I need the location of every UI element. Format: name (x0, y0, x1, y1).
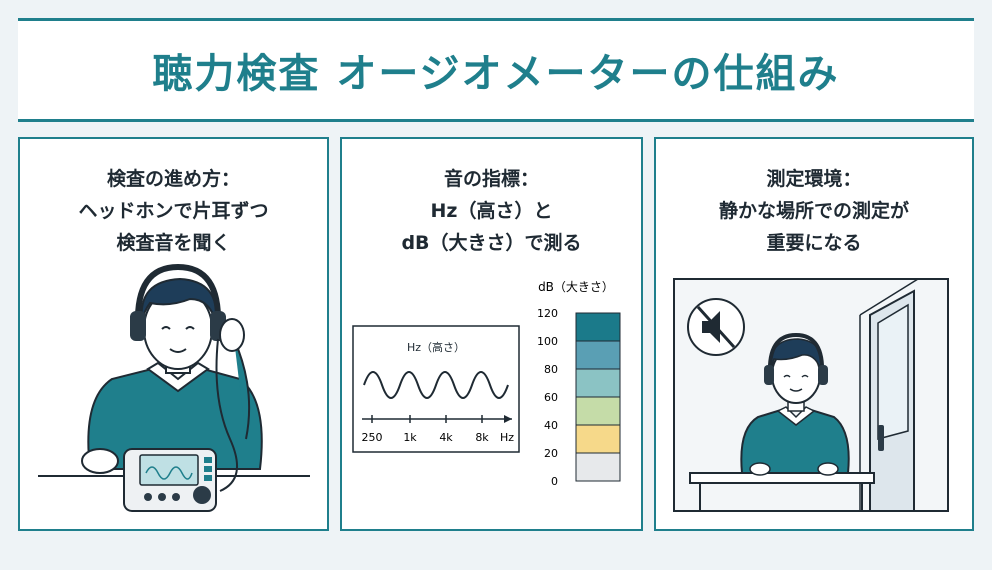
page-title: 聴力検査 オージオメーターの仕組み (152, 51, 840, 97)
panel-heading: 音の指標： Hz（高さ）と dB（大きさ）で測る (342, 163, 641, 259)
tick-label: 1k (403, 431, 417, 444)
db-level-label: 40 (544, 419, 558, 432)
panel-heading: 測定環境： 静かな場所での測定が 重要になる (656, 163, 972, 259)
heading-line: 検査の進め方： (106, 168, 240, 190)
heading-line: dB（大きさ）で測る (401, 232, 582, 254)
heading-line: 音の指標： (443, 168, 539, 190)
db-level-label: 120 (537, 307, 558, 320)
panel-heading: 検査の進め方： ヘッドホンで片耳ずつ 検査音を聞く (20, 163, 327, 259)
title-band: 聴力検査 オージオメーターの仕組み (18, 18, 974, 122)
heading-line: ヘッドホンで片耳ずつ (78, 200, 269, 222)
panel-test-procedure: 検査の進め方： ヘッドホンで片耳ずつ 検査音を聞く (18, 137, 329, 531)
db-band (575, 312, 621, 342)
sound-wave (363, 371, 509, 399)
db-scale: dB（大きさ） 120 100 80 60 40 20 0 (537, 280, 621, 488)
frequency-graph: Hz（高さ） 250 1k 4k 8k Hz (352, 325, 520, 453)
db-band (575, 368, 621, 398)
frequency-graph-label: Hz（高さ） (407, 340, 465, 354)
db-level-label: 80 (544, 363, 558, 376)
person-with-headphones-illustration (38, 263, 310, 512)
panel-test-environment: 測定環境： 静かな場所での測定が 重要になる (654, 137, 974, 531)
heading-line: Hz（高さ）と (430, 200, 553, 222)
db-scale-label: dB（大きさ） (538, 280, 614, 294)
panel-sound-metrics: 音の指標： Hz（高さ）と dB（大きさ）で測る Hz（高さ） 250 1k 4… (340, 137, 643, 531)
muted-speaker-icon (687, 298, 745, 356)
db-band (575, 424, 621, 454)
db-band (575, 396, 621, 426)
db-band (575, 340, 621, 370)
soundproof-room-illustration (673, 278, 949, 512)
db-band (575, 452, 621, 482)
heading-line: 検査音を聞く (116, 232, 231, 254)
tick-label: 8k (475, 431, 489, 444)
heading-line: 静かな場所での測定が (718, 200, 909, 222)
db-level-label: 0 (551, 475, 558, 488)
tick-label: Hz (500, 431, 514, 444)
db-level-label: 100 (537, 335, 558, 348)
tick-label: 4k (439, 431, 453, 444)
heading-line: 測定環境： (766, 168, 862, 190)
db-level-label: 60 (544, 391, 558, 404)
db-level-label: 20 (544, 447, 558, 460)
heading-line: 重要になる (766, 232, 862, 254)
tick-label: 250 (362, 431, 383, 444)
